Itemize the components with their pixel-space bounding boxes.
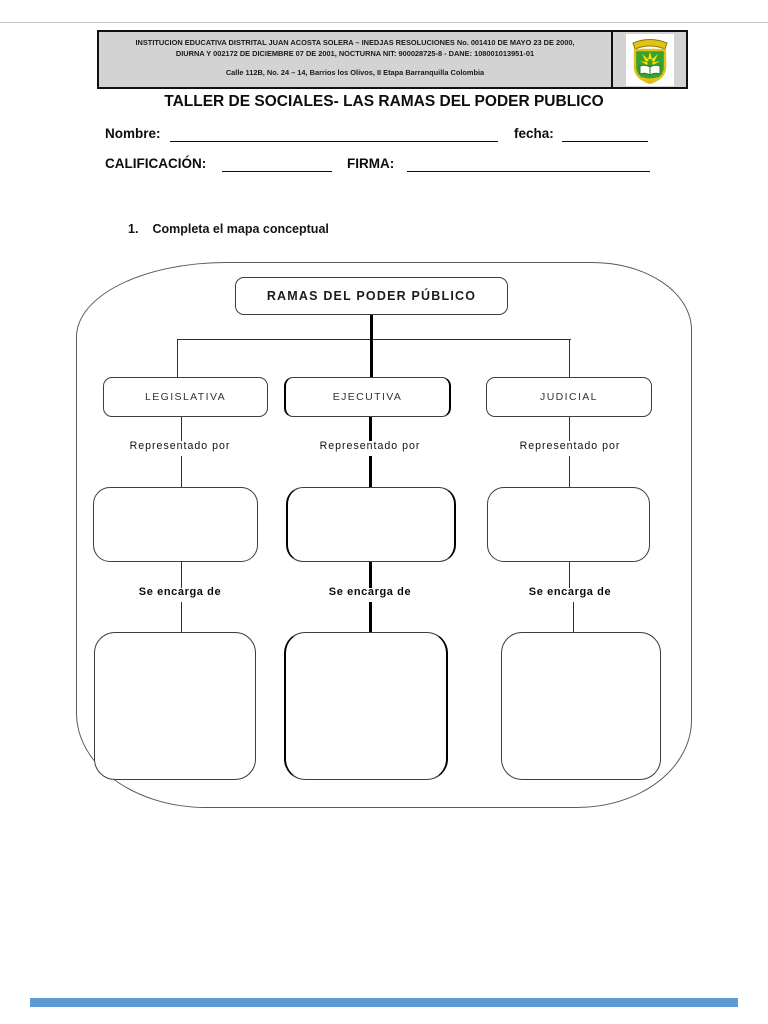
connector-line	[181, 417, 183, 441]
representado-label-ejecutiva: Representado por	[319, 440, 421, 452]
representado-answer-box-ejecutiva[interactable]	[286, 487, 456, 562]
connector-horizontal	[178, 339, 571, 341]
connector-stub-legislativa	[177, 339, 179, 377]
encarga-label-legislativa: Se encarga de	[138, 586, 222, 598]
connector-line	[569, 456, 571, 487]
connector-root-stem	[370, 315, 373, 339]
concept-map-container	[76, 262, 692, 808]
connector-line	[369, 602, 372, 632]
encarga-label-judicial: Se encarga de	[528, 586, 612, 598]
encarga-label-ejecutiva: Se encarga de	[328, 586, 412, 598]
root-node-box: RAMAS DEL PODER PÚBLICO	[235, 277, 508, 315]
institution-resolution-line: DIURNA Y 002172 DE DICIEMBRE 07 DE 2001,…	[175, 49, 535, 58]
logo-cell	[613, 32, 686, 87]
school-crest-icon	[625, 33, 674, 86]
connector-stub-judicial	[569, 339, 571, 377]
connector-line	[181, 602, 183, 632]
fecha-input-line[interactable]	[562, 140, 648, 142]
connector-line	[181, 562, 183, 588]
fecha-label: fecha:	[514, 126, 554, 141]
institution-name-line: INSTITUCION EDUCATIVA DISTRITAL JUAN ACO…	[135, 38, 575, 47]
representado-label-legislativa: Representado por	[129, 440, 231, 452]
representado-label-judicial: Representado por	[519, 440, 621, 452]
branch-box-ejecutiva: EJECUTIVA	[284, 377, 451, 417]
representado-answer-box-judicial[interactable]	[487, 487, 650, 562]
institution-header: INSTITUCION EDUCATIVA DISTRITAL JUAN ACO…	[97, 30, 688, 89]
page-top-rule	[0, 22, 768, 23]
connector-line	[369, 417, 372, 441]
worksheet-title: TALLER DE SOCIALES- LAS RAMAS DEL PODER …	[164, 93, 604, 110]
connector-line	[369, 562, 372, 588]
instruction-number: 1.	[128, 222, 139, 236]
firma-input-line[interactable]	[407, 170, 650, 172]
instruction-line: 1. Completa el mapa conceptual	[128, 222, 329, 236]
connector-line	[369, 456, 372, 487]
nombre-label: Nombre:	[105, 126, 161, 141]
bottom-divider-bar	[30, 998, 738, 1007]
connector-line	[569, 417, 571, 441]
connector-line	[181, 456, 183, 487]
institution-address-line: Calle 112B, No. 24 – 14, Barrios los Oli…	[225, 68, 485, 77]
calificacion-input-line[interactable]	[222, 170, 332, 172]
calificacion-label: CALIFICACIÓN:	[105, 156, 207, 171]
firma-label: FIRMA:	[347, 156, 395, 171]
institution-header-text: INSTITUCION EDUCATIVA DISTRITAL JUAN ACO…	[99, 32, 613, 87]
branch-box-legislativa: LEGISLATIVA	[103, 377, 268, 417]
encarga-answer-box-judicial[interactable]	[501, 632, 661, 780]
instruction-text: Completa el mapa conceptual	[152, 222, 329, 236]
connector-line	[573, 602, 575, 632]
nombre-input-line[interactable]	[170, 140, 498, 142]
encarga-answer-box-ejecutiva[interactable]	[284, 632, 448, 780]
representado-answer-box-legislativa[interactable]	[93, 487, 258, 562]
branch-box-judicial: JUDICIAL	[486, 377, 652, 417]
connector-line	[569, 562, 571, 588]
connector-stub-ejecutiva	[370, 339, 373, 377]
encarga-answer-box-legislativa[interactable]	[94, 632, 256, 780]
